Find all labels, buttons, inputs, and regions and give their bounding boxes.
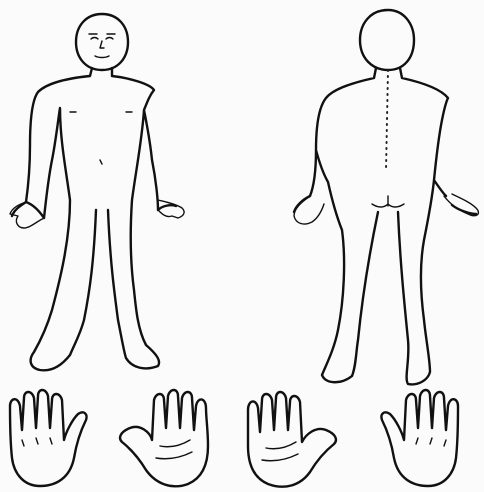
hand-outline-4 [381, 390, 458, 486]
back-spine [386, 70, 388, 170]
front-figure [10, 14, 184, 370]
back-body-outline [294, 68, 476, 384]
front-face [89, 34, 115, 58]
front-left-hand [158, 200, 184, 218]
back-left-hand [444, 194, 478, 216]
hand-outline-2 [120, 390, 208, 486]
back-right-hand [294, 196, 324, 224]
back-figure [294, 10, 478, 384]
front-body-outline [12, 68, 176, 370]
front-right-hand [10, 202, 44, 228]
hand-outline-1 [10, 390, 87, 486]
front-chest-marks [70, 112, 132, 164]
back-gluteal-fold [372, 196, 404, 207]
hand-outline-3 [248, 392, 336, 487]
back-head [360, 10, 414, 70]
